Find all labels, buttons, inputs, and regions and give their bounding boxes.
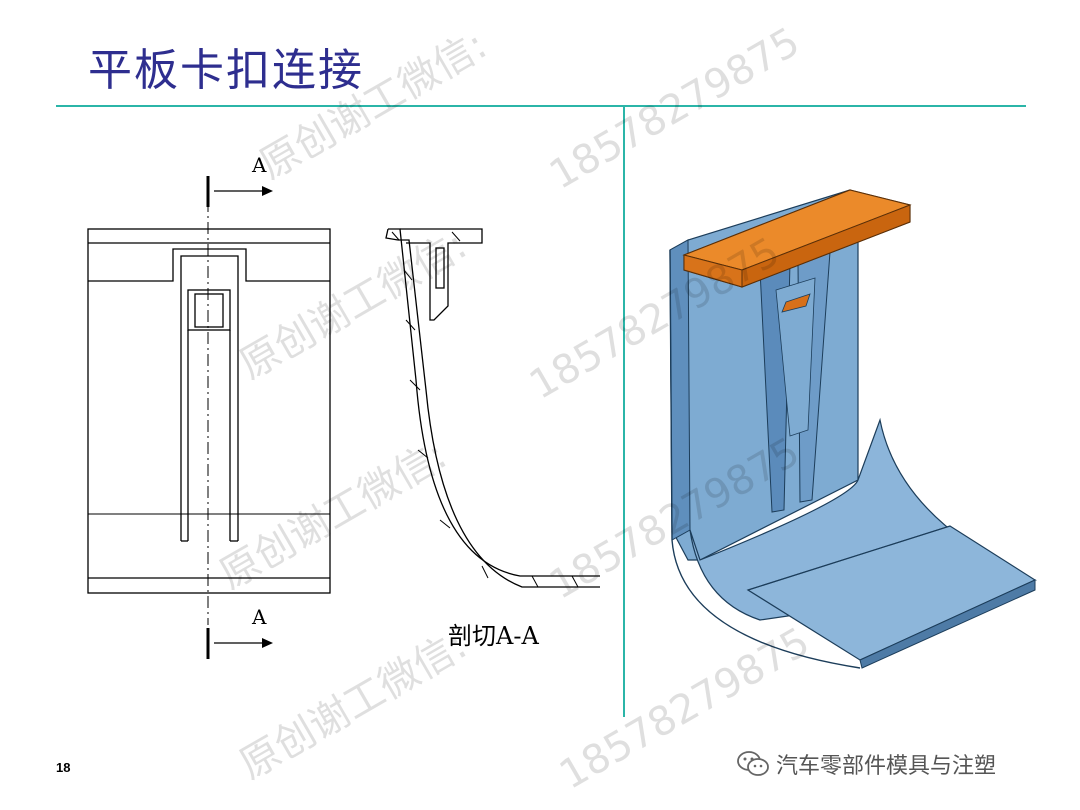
section-view [385,228,600,588]
watermark-cn-1: 原创谢工微信: [252,22,495,189]
footer-account: 汽车零部件模具与注塑 [736,748,996,780]
section-letter-bottom: A [251,605,267,629]
watermark-cn-4: 原创谢工微信: [232,622,475,789]
front-view [87,200,331,625]
footer-account-name: 汽车零部件模具与注塑 [776,754,997,779]
section-mark-bottom [206,628,273,659]
vertical-divider-line [623,105,625,717]
page-number: 18 [56,760,71,775]
watermark-cn-3: 原创谢工微信: [212,432,455,599]
wechat-icon [737,751,769,776]
watermark-cn-2: 原创谢工微信: [232,222,475,389]
slide-title: 平板卡扣连接 [88,45,364,96]
section-mark-top [206,176,273,207]
section-letter-top: A [251,153,267,177]
iso-view-part [669,189,1038,669]
watermark-num-1: 18578279875 [542,19,807,199]
title-divider-line [56,105,1026,107]
section-caption: 剖切A-A [448,622,539,650]
